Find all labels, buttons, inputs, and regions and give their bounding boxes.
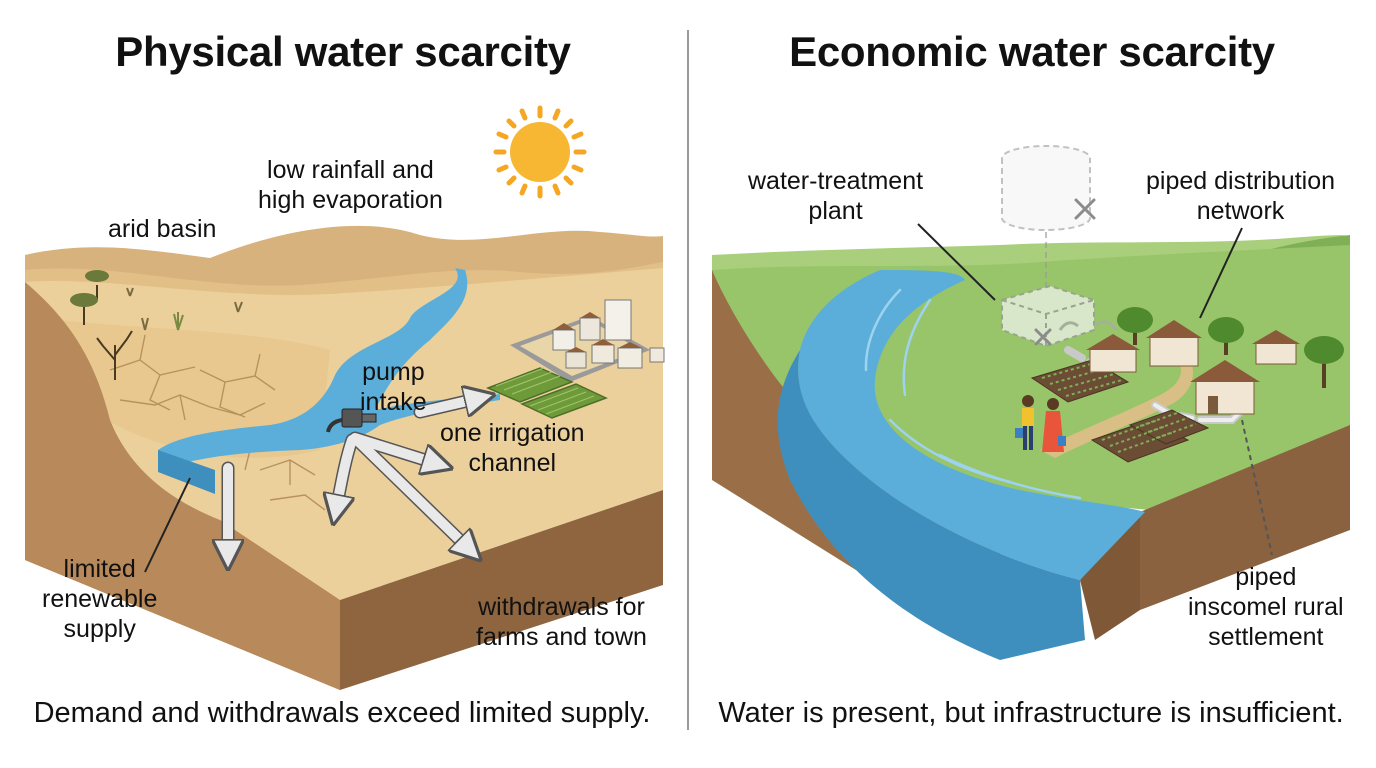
left-panel-title: Physical water scarcity — [115, 28, 571, 75]
left-river — [158, 268, 500, 470]
house-icon — [552, 299, 665, 369]
left-front-face-left-shade — [25, 282, 340, 690]
withdrawals-label: withdrawals for farms and town — [476, 593, 647, 651]
tree-icon — [70, 270, 243, 380]
right-landscape — [712, 145, 1350, 660]
house-icon — [1086, 320, 1300, 415]
left-river-front — [158, 450, 215, 494]
left-town — [510, 299, 665, 382]
person-icon — [1015, 395, 1066, 452]
left-landscape — [25, 105, 665, 690]
left-cracked-ground — [60, 320, 330, 458]
panel-divider — [687, 30, 689, 730]
pump-icon — [326, 408, 377, 433]
tree-icon — [1117, 307, 1344, 388]
limited-supply-label: limited renewable supply — [42, 555, 158, 643]
right-farm-fields — [1030, 359, 1210, 463]
pump-intake-label: pump intake — [360, 358, 427, 416]
left-caption: Demand and withdrawals exceed limited su… — [33, 697, 651, 729]
treatment-plant-label: water-treatment plant — [748, 167, 924, 225]
right-river-ripples — [864, 288, 1082, 500]
rainfall-label: low rainfall and high evaporation — [258, 156, 443, 214]
distribution-network-label: piped distribution network — [1146, 167, 1336, 225]
irrigation-channel-label: one irrigation channel — [440, 419, 585, 477]
right-dirt-path — [1040, 360, 1194, 458]
cross-icon — [1074, 198, 1096, 220]
right-river-front — [777, 350, 1085, 660]
rural-settlement-label: piped inscomel rural settlement — [1188, 563, 1344, 651]
right-front-face-mid — [1080, 512, 1140, 640]
right-caption: Water is present, but infrastructure is … — [718, 697, 1344, 729]
right-panel-title: Economic water scarcity — [789, 28, 1275, 75]
missing-tank-icon — [1001, 145, 1091, 290]
left-farm-fields — [486, 367, 608, 419]
left-crack-lines — [109, 334, 326, 511]
right-river — [798, 270, 1145, 580]
sun-icon — [493, 105, 587, 199]
right-front-face-right — [1140, 425, 1350, 610]
limited-supply-leader — [144, 477, 191, 573]
treatment-plant-outline — [1001, 284, 1118, 348]
cross-icon — [1034, 328, 1052, 346]
right-leader-lines — [917, 223, 1273, 556]
withdrawal-arrows — [228, 398, 480, 555]
left-front-face-right — [340, 490, 663, 690]
arid-basin-label: arid basin — [108, 215, 217, 243]
